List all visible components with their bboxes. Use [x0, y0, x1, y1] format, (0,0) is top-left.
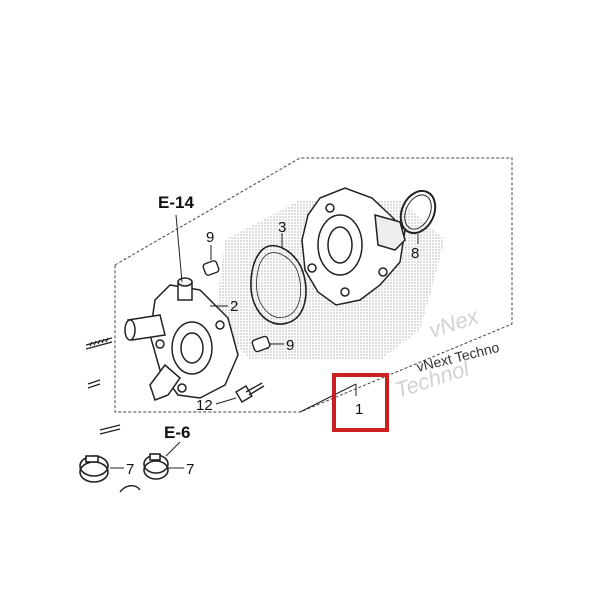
clamp-left-part [79, 455, 109, 483]
callout-3: 3 [278, 219, 286, 236]
plug-upper-part [202, 260, 220, 276]
gasket-part [250, 244, 307, 325]
plug-lower-part [251, 335, 271, 353]
pump-body-part [301, 187, 406, 306]
clamp-right-part [143, 453, 169, 480]
ref-e14-arrow [175, 214, 183, 283]
reference-e14: E-14 [158, 193, 194, 212]
callout-1: 1 [355, 401, 363, 418]
ref-e6-arrow [165, 441, 181, 457]
callout-8: 8 [411, 245, 419, 262]
watermark-line-1: vNex [426, 303, 482, 343]
callout-9-lower: 9 [286, 337, 294, 354]
reference-e6: E-6 [164, 423, 190, 442]
callout-9-upper: 9 [206, 229, 214, 246]
pump-cover-part [124, 277, 239, 401]
assembly-outline [114, 157, 513, 413]
leader-1 [299, 383, 357, 413]
callout-7-right: 7 [186, 461, 194, 478]
callout-12: 12 [196, 397, 213, 414]
leader-12 [215, 397, 237, 405]
callout-2: 2 [230, 298, 238, 315]
oring-part [399, 189, 437, 235]
bolt-part [235, 382, 265, 403]
hose-part [119, 485, 141, 493]
stud-part [85, 337, 121, 435]
callout-7-left: 7 [126, 461, 134, 478]
highlight-box [332, 373, 389, 432]
